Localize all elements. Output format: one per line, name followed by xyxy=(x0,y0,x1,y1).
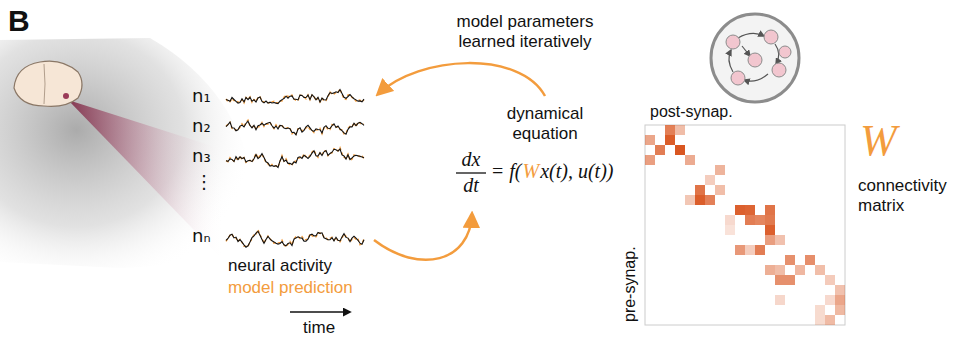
matrix-cell xyxy=(775,235,785,245)
grey-fog xyxy=(0,38,255,268)
activity-trace xyxy=(226,121,364,135)
matrix-cell xyxy=(705,175,715,185)
equation-caption: dynamical equation xyxy=(500,104,590,143)
matrix-cell xyxy=(765,215,775,225)
matrix-frame xyxy=(645,125,845,325)
matrix-cell xyxy=(835,305,845,315)
matrix-cell xyxy=(775,275,785,285)
neuron-label: n₂ xyxy=(192,116,211,137)
axis-label: time xyxy=(303,318,335,338)
fraction-bar xyxy=(456,172,486,173)
matrix-cell xyxy=(655,145,665,155)
matrix-cell xyxy=(745,215,755,225)
matrix-cells xyxy=(645,125,845,325)
matrix-cell xyxy=(815,265,825,275)
matrix-cell xyxy=(745,205,755,215)
activity-trace xyxy=(226,149,364,168)
legend-text: model prediction xyxy=(228,278,353,298)
axis-label: post-synap. xyxy=(650,103,733,121)
matrix-cell xyxy=(825,295,835,305)
matrix-cell xyxy=(735,245,745,255)
matrix-cell xyxy=(725,215,735,225)
matrix-cell xyxy=(785,275,795,285)
network-neurons xyxy=(726,30,791,85)
ellipsis: ⋮ xyxy=(195,172,213,193)
prediction-trace xyxy=(226,120,364,134)
matrix-cell xyxy=(755,215,765,225)
activity-trace xyxy=(226,231,364,247)
matrix-cell xyxy=(745,245,755,255)
matrix-cell xyxy=(695,185,705,195)
matrix-cell xyxy=(755,245,765,255)
matrix-cell xyxy=(775,295,785,305)
matrix-cell xyxy=(795,265,805,275)
prediction-trace xyxy=(226,148,364,168)
matrix-cell xyxy=(765,205,775,215)
matrix-cell xyxy=(715,185,725,195)
matrix-cell xyxy=(765,265,775,275)
neuron-label: n₃ xyxy=(192,146,211,167)
loop-caption: model parameters learned iteratively xyxy=(445,12,605,51)
loop-arrow xyxy=(374,214,472,260)
prediction-trace xyxy=(226,89,364,103)
matrix-cell xyxy=(825,315,835,325)
matrix-cell xyxy=(685,155,695,165)
matrix-cell xyxy=(645,155,655,165)
matrix-symbol: W xyxy=(860,116,897,167)
matrix-cell xyxy=(775,265,785,275)
equation-term: dx xyxy=(454,148,488,171)
loop-arrow xyxy=(378,63,545,96)
network-circle xyxy=(711,14,799,102)
matrix-cell xyxy=(725,225,735,235)
equation-term: W xyxy=(523,160,540,183)
matrix-cell xyxy=(645,135,655,145)
matrix-cell xyxy=(765,235,775,245)
prediction-trace xyxy=(226,230,364,247)
equation-term: = xyxy=(492,160,503,183)
panel-letter: B xyxy=(8,4,30,39)
time-arrow xyxy=(290,311,350,313)
imaging-beam xyxy=(68,100,225,262)
matrix-cell xyxy=(815,315,825,325)
matrix-cell xyxy=(685,195,695,205)
matrix-cell xyxy=(785,255,795,265)
matrix-cell xyxy=(815,305,825,315)
activity-traces xyxy=(226,89,364,247)
matrix-cell xyxy=(665,125,675,135)
neuron-label: n₁ xyxy=(192,86,211,107)
equation-term: x(t), u(t)) xyxy=(540,160,613,183)
matrix-cell xyxy=(765,225,775,235)
matrix-cell xyxy=(835,285,845,295)
matrix-cell xyxy=(835,295,845,305)
activity-trace xyxy=(226,90,364,104)
matrix-cell xyxy=(665,135,675,145)
matrix-cell xyxy=(705,195,715,205)
matrix-cell xyxy=(675,145,685,155)
axis-label: pre-synap. xyxy=(621,246,639,322)
matrix-cell xyxy=(715,165,725,175)
matrix-caption: connectivity matrix xyxy=(858,176,950,215)
equation-term: f( xyxy=(509,160,521,183)
matrix-cell xyxy=(695,195,705,205)
matrix-cell xyxy=(735,205,745,215)
legend-text: neural activity xyxy=(228,256,332,276)
equation-term: dt xyxy=(454,174,488,197)
neuron-label: nₙ xyxy=(192,226,211,247)
brain xyxy=(14,61,82,106)
matrix-cell xyxy=(675,125,685,135)
brain-midline xyxy=(44,64,45,104)
imaging-site xyxy=(63,93,69,99)
matrix-cell xyxy=(825,275,835,285)
matrix-cell xyxy=(805,255,815,265)
